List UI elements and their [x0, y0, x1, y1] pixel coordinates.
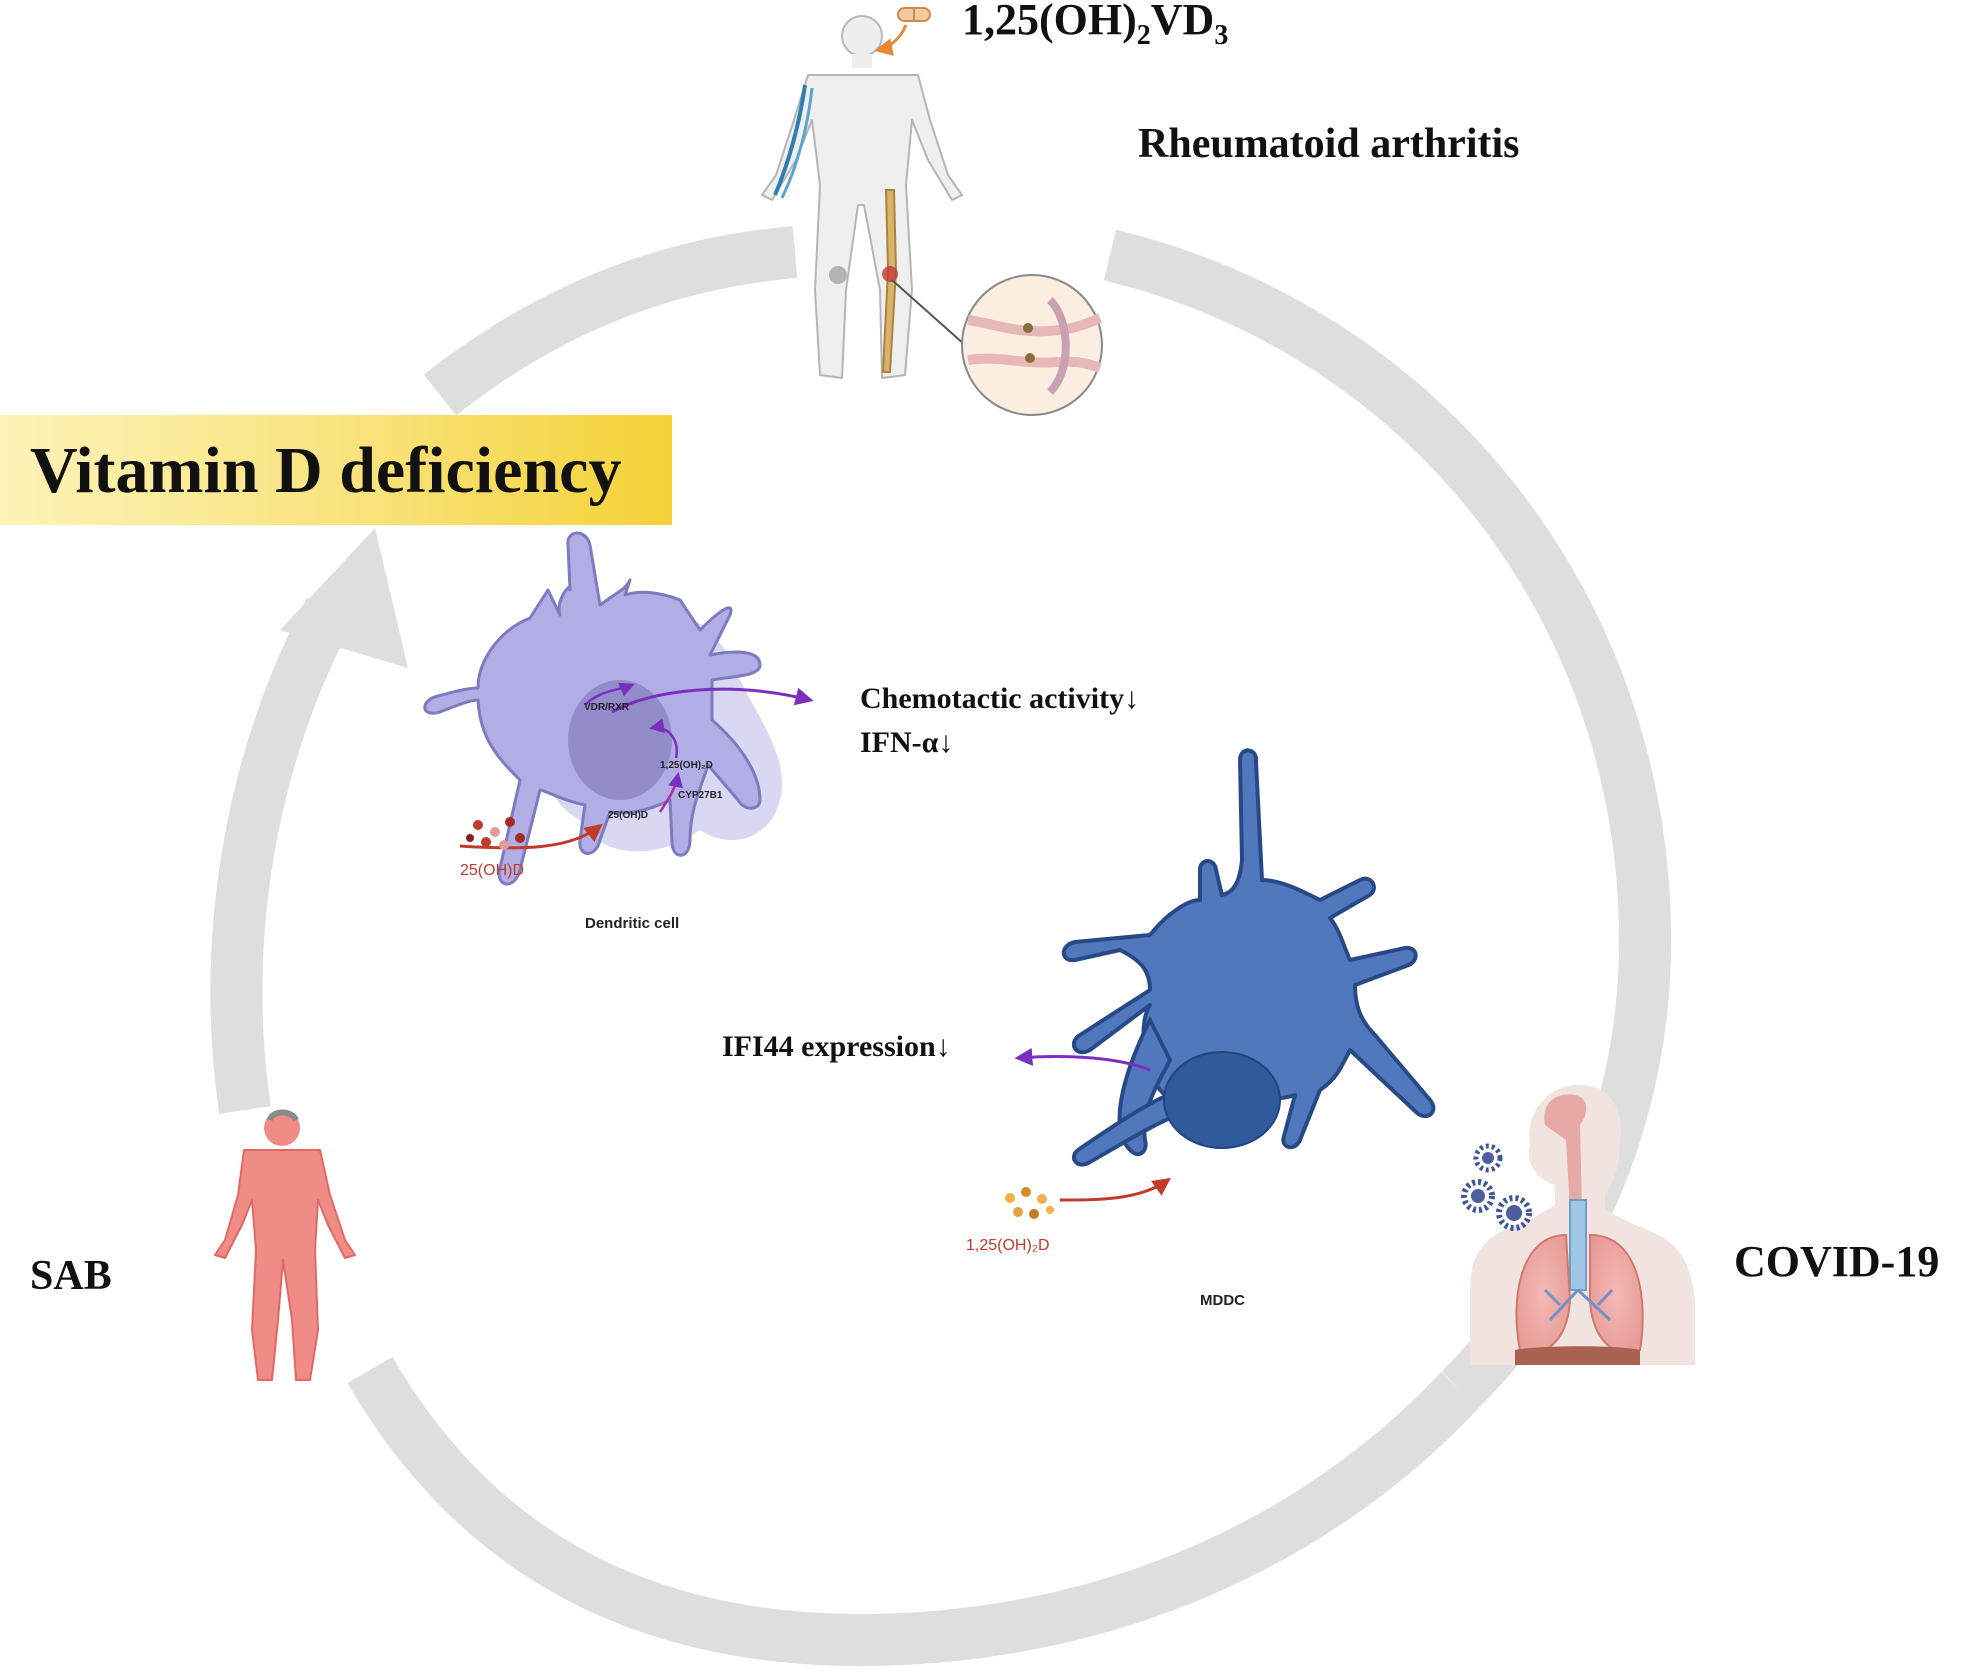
drug-label-sub: 2 [1136, 19, 1151, 51]
dc-active-arrow [649, 718, 679, 759]
dc-molecules [466, 817, 525, 850]
ifn-label: IFN-α↓ [860, 726, 954, 759]
mddc-cell [1061, 748, 1436, 1167]
dc-outer-precursor-label: 25(OH)D [460, 862, 524, 879]
covid-lungs-figure [1470, 1085, 1695, 1365]
dc-receptor-label: VDR/RXR [584, 702, 630, 713]
mddc-molecules [1005, 1187, 1054, 1219]
cycle-arc-bottom [347, 1356, 1479, 1667]
mddc-ligand-label: 1,25(OH)₂D [966, 1237, 1050, 1254]
virus-particles [1461, 1143, 1532, 1231]
covid-label: COVID-19 [1734, 1237, 1940, 1286]
dc-name-label: Dendritic cell [585, 915, 679, 932]
dendritic-cell-nucleus [568, 680, 672, 800]
mddc-name-label: MDDC [1200, 1292, 1245, 1309]
dc-chemotactic-arrow [611, 687, 814, 714]
mddc-uptake-arrow [1059, 1177, 1171, 1202]
mddc-ifi44-arrow [1014, 1047, 1151, 1072]
cycle-arrowhead [280, 528, 408, 668]
dc-active-label: 1,25(OH)₂D [660, 760, 713, 771]
drug-label-sub2: 3 [1214, 19, 1229, 51]
ra-human-figure [761, 15, 963, 379]
drug-label: 1,25(OH)2VD3 [962, 0, 1228, 52]
mddc-lower-arm [1071, 1087, 1193, 1167]
sab-human-figure [214, 1109, 356, 1381]
pill-arrow [874, 24, 908, 56]
dc-vdr-arrow [584, 682, 635, 706]
dc-enzyme-label: CYP27B1 [678, 790, 723, 801]
cycle-arc-top-left [423, 226, 798, 416]
mddc-nucleus [1163, 1051, 1281, 1149]
ra-label: Rheumatoid arthritis [1138, 121, 1520, 167]
title-banner: Vitamin D deficiency [0, 415, 672, 525]
dc-cyp-arrow [658, 772, 683, 813]
drug-label-suffix: VD [1150, 0, 1215, 44]
cycle-arc-left [210, 597, 353, 1114]
chemotactic-label: Chemotactic activity↓ [860, 682, 1140, 715]
dc-inner-precursor-label: 25(OH)D [608, 810, 648, 821]
pill-icon [897, 7, 931, 22]
drug-label-main: 1,25(OH) [962, 0, 1137, 44]
page-title: Vitamin D deficiency [30, 434, 622, 507]
zoom-leader-line [891, 279, 966, 346]
dc-uptake-arrow [459, 823, 603, 850]
ifi44-label: IFI44 expression↓ [722, 1030, 951, 1063]
sab-label: SAB [30, 1253, 112, 1299]
joint-zoom-icon [961, 274, 1103, 416]
